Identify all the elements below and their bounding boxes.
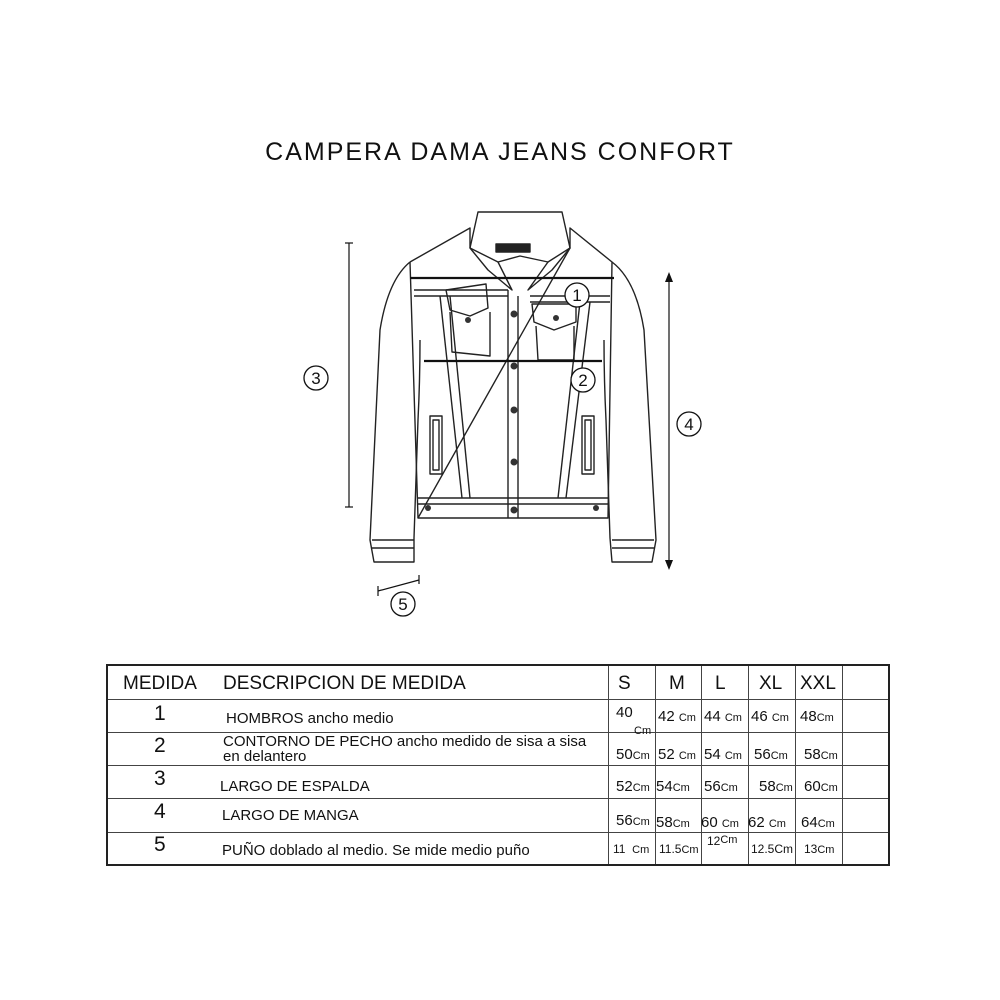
row-description: LARGO DE MANGA (222, 807, 359, 824)
size-table: MEDIDA DESCRIPCION DE MEDIDA S M L XL XX… (106, 664, 890, 866)
value-l: 12Cm (707, 834, 738, 848)
measure-line-5 (377, 579, 420, 592)
value-l: 44 Cm (704, 708, 742, 725)
page-title: CAMPERA DAMA JEANS CONFORT (265, 138, 735, 166)
callout-5: 5 (398, 595, 407, 614)
callout-1-circle (564, 282, 590, 308)
value-l: 56Cm (704, 778, 738, 795)
callout-3: 3 (311, 369, 320, 388)
value-m: 52 Cm (658, 746, 696, 763)
callout-4-circle (676, 411, 702, 437)
value-xl: 12.5Cm (751, 842, 794, 856)
value-l: 54 Cm (704, 746, 742, 763)
value-xxl: 60Cm (804, 778, 838, 795)
header-size-l: L (715, 673, 726, 694)
left-welt-pocket (429, 415, 443, 475)
collar-label (495, 243, 531, 253)
value-m: 11.5Cm (659, 842, 699, 856)
value-xxl: 48Cm (800, 708, 834, 725)
callout-1: 1 (572, 286, 581, 305)
row-description: PUÑO doblado al medio. Se mide medio puñ… (222, 842, 530, 859)
header-size-m: M (669, 673, 685, 694)
header-size-xl: XL (759, 673, 783, 694)
right-welt-pocket (581, 415, 595, 475)
callout-3-circle (303, 365, 329, 391)
value-l: 60 Cm (701, 814, 739, 831)
value-s: 56Cm (616, 812, 650, 829)
right-sleeve (603, 261, 657, 563)
value-xl: 56Cm (754, 746, 788, 763)
left-chest-pocket (445, 283, 489, 317)
value-xxl: 13Cm (804, 842, 835, 856)
row-number: 4 (154, 800, 166, 823)
value-xxl: 58Cm (804, 746, 838, 763)
callout-2: 2 (578, 371, 587, 390)
value-xl: 62 Cm (748, 814, 786, 831)
jacket-technical-drawing: 1 2 3 4 5 (303, 211, 702, 617)
value-s: 50Cm (616, 746, 650, 763)
header-size-s: S (618, 673, 631, 694)
jacket-buttons (425, 310, 599, 514)
value-xxl: 64Cm (801, 814, 835, 831)
row-number: 3 (154, 767, 166, 790)
row-number: 2 (154, 734, 166, 757)
value-m: 54Cm (656, 778, 690, 795)
row-description: HOMBROS ancho medio (226, 710, 394, 727)
row-description: LARGO DE ESPALDA (220, 778, 370, 795)
header-medida: MEDIDA (123, 673, 197, 694)
value-m: 42 Cm (658, 708, 696, 725)
callout-2-circle (570, 367, 596, 393)
callout-4: 4 (684, 415, 693, 434)
header-descripcion: DESCRIPCION DE MEDIDA (223, 673, 466, 694)
value-xl: 58Cm (759, 778, 793, 795)
row-number: 5 (154, 833, 166, 856)
jacket-body (409, 227, 613, 519)
value-s: 52Cm (616, 778, 650, 795)
left-sleeve (369, 261, 421, 563)
header-size-xxl: XXL (800, 673, 836, 694)
value-s: 11 Cm (613, 842, 650, 856)
jacket-collar (469, 211, 571, 263)
row-number: 1 (154, 702, 166, 725)
callout-5-circle (390, 591, 416, 617)
row-description: CONTORNO DE PECHO ancho medido de sisa a… (223, 733, 587, 765)
value-m: 58Cm (656, 814, 690, 831)
value-xl: 46 Cm (751, 708, 789, 725)
